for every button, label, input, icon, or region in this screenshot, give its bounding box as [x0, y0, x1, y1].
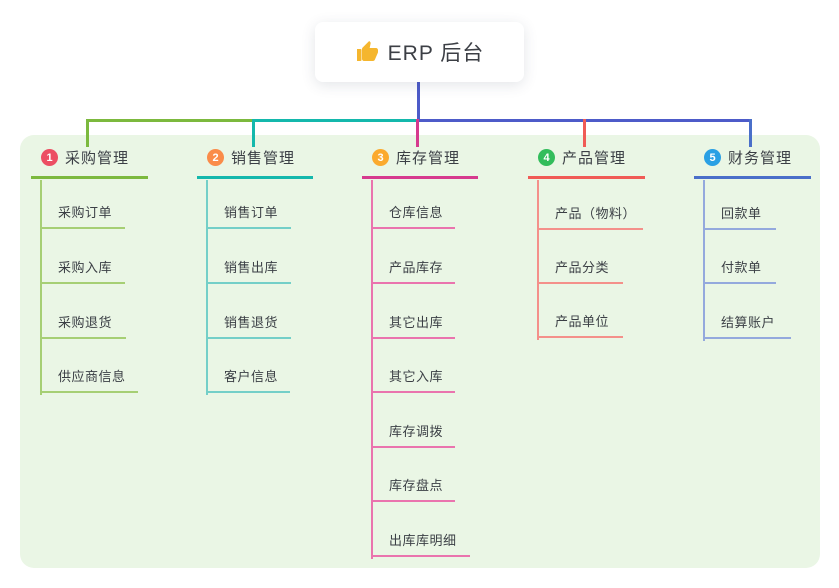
child-node-customer-info[interactable]: 客户信息: [206, 366, 290, 393]
branch-4-label: 产品管理: [562, 150, 627, 167]
root-node-label: ERP 后台: [387, 42, 485, 65]
branch-2-badge: 2: [207, 149, 224, 166]
child-node-receipt-bill[interactable]: 回款单: [703, 203, 776, 230]
branch-5-label: 财务管理: [728, 150, 793, 167]
child-node-product-material[interactable]: 产品（物料）: [537, 203, 643, 230]
branch-node-sales[interactable]: 2 销售管理: [197, 147, 313, 179]
drop-line-product: [583, 119, 586, 147]
child-node-sales-order[interactable]: 销售订单: [206, 202, 291, 229]
root-connector-line: [417, 82, 420, 120]
branch-1-badge: 1: [41, 149, 58, 166]
child-node-purchase-return[interactable]: 采购退货: [40, 312, 126, 339]
branch-4-badge: 4: [538, 149, 555, 166]
child-node-warehouse-info[interactable]: 仓库信息: [371, 202, 455, 229]
child-node-sales-outbound[interactable]: 销售出库: [206, 257, 291, 284]
child-node-purchase-inbound[interactable]: 采购入库: [40, 257, 125, 284]
branch-node-inventory[interactable]: 3 库存管理: [362, 147, 478, 179]
child-node-outbound-detail[interactable]: 出库库明细: [371, 530, 470, 557]
child-node-settlement-account[interactable]: 结算账户: [703, 312, 791, 339]
child-node-other-inbound[interactable]: 其它入库: [371, 366, 455, 393]
branch-5-child-line: [703, 180, 705, 341]
bus-line-purchase: [86, 119, 254, 122]
branch-node-finance[interactable]: 5 财务管理: [694, 147, 811, 179]
child-node-other-outbound[interactable]: 其它出库: [371, 312, 455, 339]
child-node-product-stock[interactable]: 产品库存: [371, 257, 455, 284]
child-node-stock-transfer[interactable]: 库存调拨: [371, 421, 455, 448]
drop-line-inventory: [416, 119, 419, 147]
branch-node-purchase[interactable]: 1 采购管理: [31, 147, 148, 179]
child-node-purchase-order[interactable]: 采购订单: [40, 202, 125, 229]
child-node-sales-return[interactable]: 销售退货: [206, 312, 291, 339]
branch-3-badge: 3: [372, 149, 389, 166]
drop-line-purchase: [86, 119, 89, 147]
branch-5-badge: 5: [704, 149, 721, 166]
root-node-erp-backend[interactable]: ERP 后台: [315, 22, 524, 82]
branch-1-label: 采购管理: [65, 150, 130, 167]
drop-line-sales: [252, 119, 255, 147]
child-node-product-unit[interactable]: 产品单位: [537, 311, 623, 338]
child-node-payment-bill[interactable]: 付款单: [703, 257, 776, 284]
branch-2-child-line: [206, 180, 208, 395]
branches-background-panel: [20, 135, 820, 568]
child-node-product-category[interactable]: 产品分类: [537, 257, 623, 284]
branch-2-label: 销售管理: [231, 150, 296, 167]
thumbs-up-icon: [356, 41, 378, 61]
branch-3-label: 库存管理: [396, 150, 461, 167]
child-node-stock-check[interactable]: 库存盘点: [371, 475, 455, 502]
branch-1-child-line: [40, 180, 42, 395]
branch-3-child-line: [371, 180, 373, 559]
bus-line-sales: [252, 119, 419, 122]
branch-4-child-line: [537, 180, 539, 340]
child-node-supplier-info[interactable]: 供应商信息: [40, 366, 138, 393]
drop-line-finance: [749, 119, 752, 147]
branch-node-product[interactable]: 4 产品管理: [528, 147, 645, 179]
